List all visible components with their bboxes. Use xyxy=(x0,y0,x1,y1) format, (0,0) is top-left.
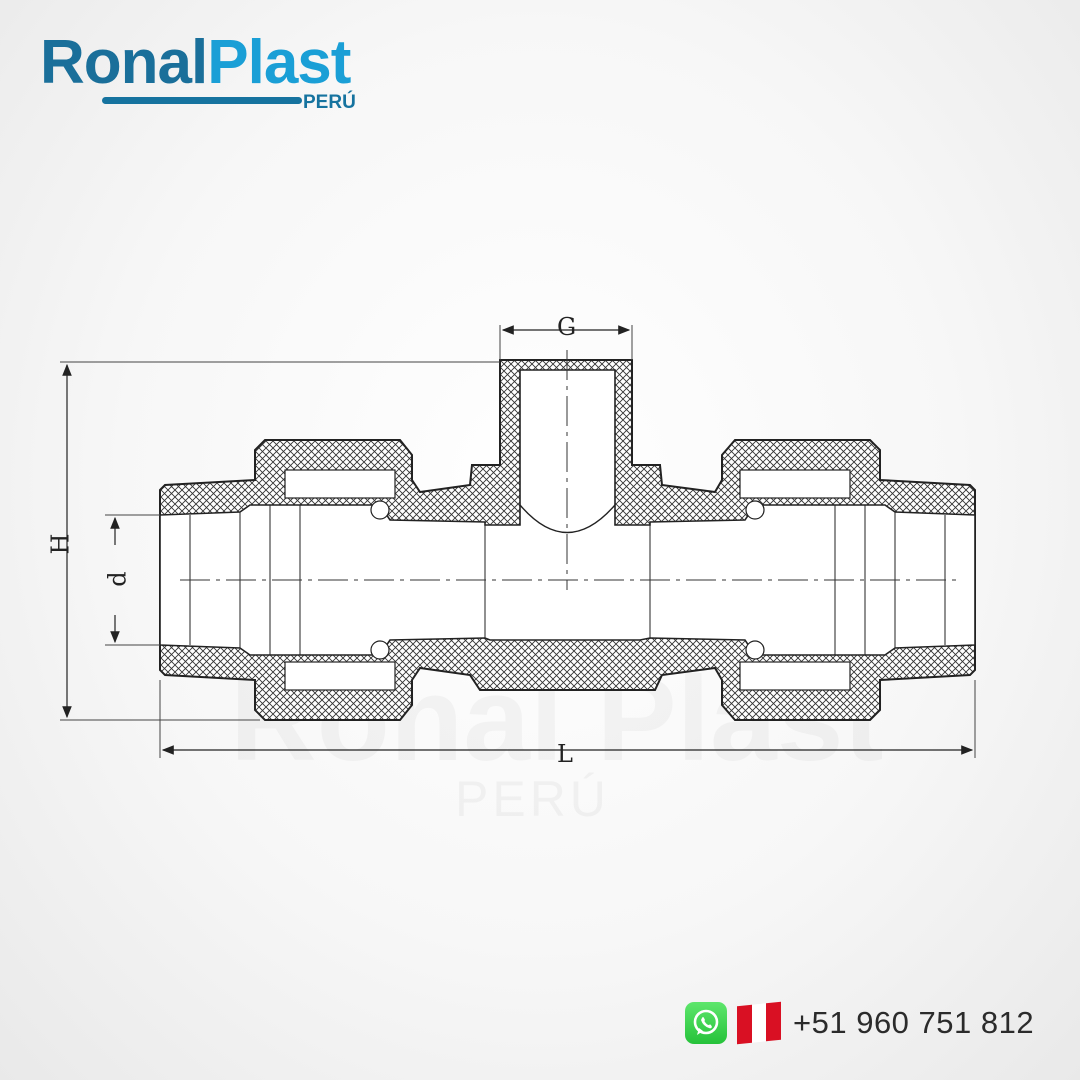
dimension-label-h: H xyxy=(46,533,75,555)
logo-text-plast: Plast xyxy=(207,28,351,97)
peru-flag-icon xyxy=(737,1001,782,1045)
dimension-label-g: G xyxy=(557,313,577,341)
logo-country: PERÚ xyxy=(303,92,356,113)
seal-cavities xyxy=(284,469,851,691)
dimension-lines xyxy=(62,325,974,755)
brand-logo: RonalPlast PERÚ xyxy=(40,28,370,118)
logo-text-ronal: Ronal xyxy=(40,28,208,97)
logo-underline xyxy=(102,97,302,104)
dimension-label-d: d xyxy=(103,571,132,587)
phone-number[interactable]: +51 960 751 812 xyxy=(793,1005,1035,1040)
contact-info: +51 960 751 812 xyxy=(685,1000,1034,1046)
dimension-label-l: L xyxy=(557,740,573,768)
whatsapp-icon[interactable] xyxy=(685,1002,727,1044)
